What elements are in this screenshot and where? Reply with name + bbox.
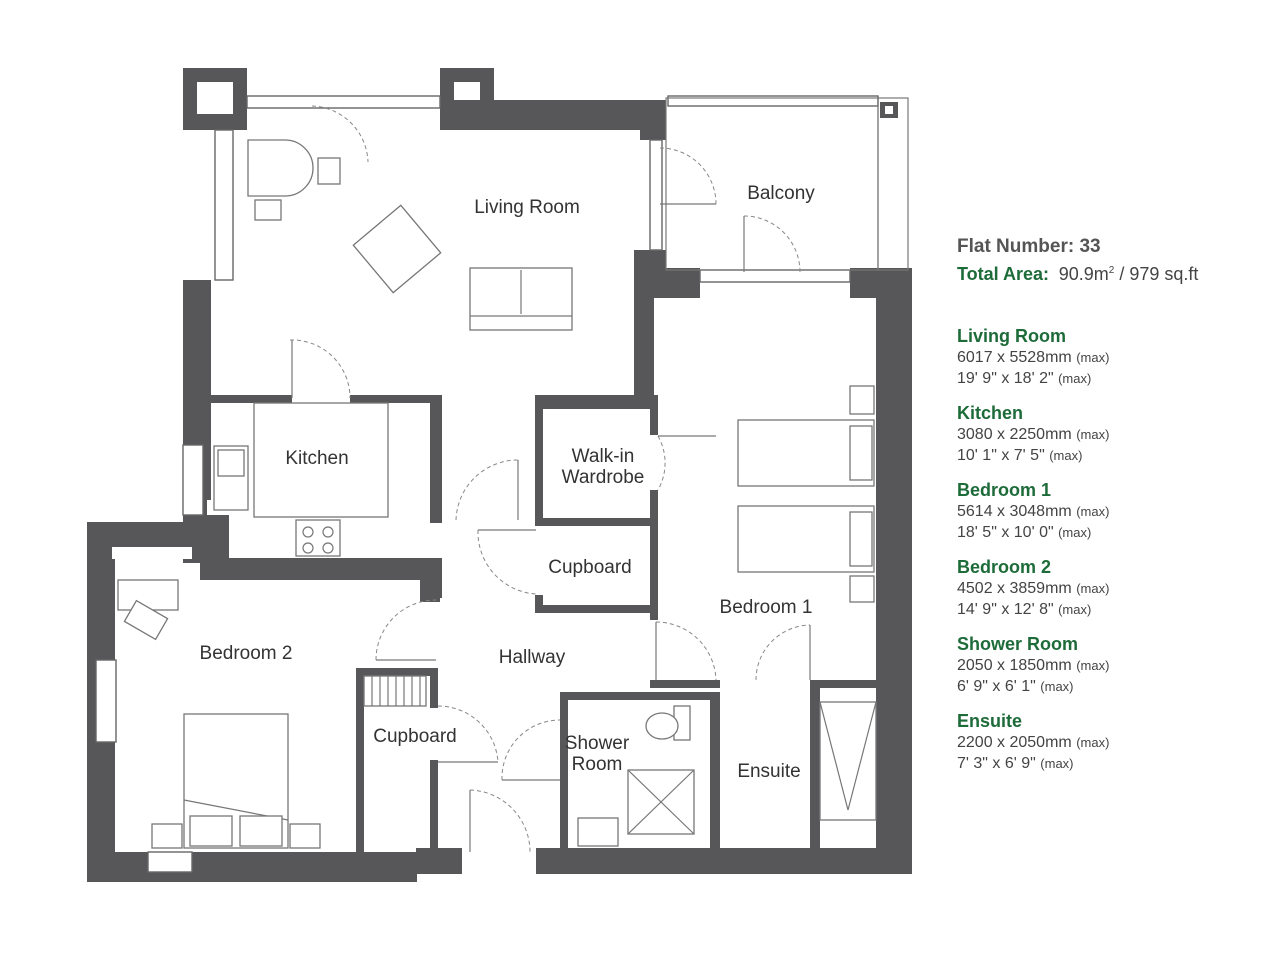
- sofa: [469, 267, 573, 331]
- balcony-outline: [665, 97, 909, 271]
- schedule-entry: Ensuite 2200 x 2050mm (max) 7' 3" x 6' 9…: [957, 711, 1267, 774]
- schedule-entry: Kitchen 3080 x 2250mm (max) 10' 1" x 7' …: [957, 403, 1267, 466]
- schedule-room-name: Ensuite: [957, 711, 1023, 731]
- schedule-imperial: 19' 9" x 18' 2" (max): [957, 370, 1092, 387]
- armchair: [352, 204, 442, 294]
- schedule-entry: Shower Room 2050 x 1850mm (max) 6' 9" x …: [957, 634, 1267, 697]
- total-area-label: Total Area:: [957, 264, 1050, 284]
- label-kitchen: Kitchen: [285, 448, 348, 469]
- ensuite-shower: [819, 701, 877, 821]
- schedule-metric: 4502 x 3859mm (max): [957, 580, 1110, 597]
- room-schedule: Living Room 6017 x 5528mm (max) 19' 9" x…: [957, 326, 1267, 774]
- toilet: [645, 705, 691, 741]
- basin: [577, 817, 619, 847]
- schedule-entry: Bedroom 1 5614 x 3048mm (max) 18' 5" x 1…: [957, 480, 1267, 543]
- schedule-room-name: Living Room: [957, 326, 1066, 346]
- schedule-room-name: Bedroom 1: [957, 480, 1052, 500]
- schedule-imperial: 6' 9" x 6' 1" (max): [957, 678, 1074, 695]
- schedule-metric: 2050 x 1850mm (max): [957, 657, 1110, 674]
- flat-number: Flat Number: 33: [957, 236, 1101, 257]
- shelving: [363, 675, 427, 707]
- schedule-room-name: Shower Room: [957, 634, 1079, 654]
- label-shower-room-2: Room: [572, 754, 623, 775]
- schedule-metric: 3080 x 2250mm (max): [957, 426, 1110, 443]
- hob: [295, 519, 341, 557]
- sink: [213, 445, 249, 511]
- kitchen-island: [253, 402, 389, 518]
- desk: [117, 579, 179, 641]
- shower-tray: [627, 769, 695, 835]
- label-bedroom-1: Bedroom 1: [720, 597, 813, 618]
- label-shower-room-1: Shower: [565, 733, 630, 754]
- label-walkin-wardrobe-1: Walk-in: [572, 446, 635, 467]
- schedule-room-name: Bedroom 2: [957, 557, 1052, 577]
- label-walkin-wardrobe-2: Wardrobe: [562, 467, 645, 488]
- twin-bed-1: [737, 385, 875, 487]
- room-labels: Living Room Balcony Kitchen Walk-in Ward…: [200, 183, 816, 782]
- dining-table: [247, 139, 341, 221]
- schedule-imperial: 10' 1" x 7' 5" (max): [957, 447, 1083, 464]
- schedule-entry: Living Room 6017 x 5528mm (max) 19' 9" x…: [957, 326, 1267, 389]
- schedule-imperial: 18' 5" x 10' 0" (max): [957, 524, 1092, 541]
- total-area: Total Area: 90.9m2 / 979 sq.ft: [957, 264, 1267, 292]
- schedule-metric: 2200 x 2050mm (max): [957, 734, 1110, 751]
- schedule-metric: 6017 x 5528mm (max): [957, 349, 1110, 366]
- walls: [87, 68, 912, 882]
- schedule-imperial: 7' 3" x 6' 9" (max): [957, 755, 1074, 772]
- double-bed: [151, 713, 321, 849]
- windows: [95, 95, 879, 873]
- schedule-metric: 5614 x 3048mm (max): [957, 503, 1110, 520]
- schedule-room-name: Kitchen: [957, 403, 1024, 423]
- floor-plan: Living Room Balcony Kitchen Walk-in Ward…: [87, 68, 912, 882]
- schedule-imperial: 14' 9" x 12' 8" (max): [957, 601, 1092, 618]
- furniture: [117, 139, 877, 849]
- schedule-entry: Bedroom 2 4502 x 3859mm (max) 14' 9" x 1…: [957, 557, 1267, 620]
- total-area-value: 90.9m2 / 979 sq.ft: [1058, 264, 1199, 284]
- label-bedroom-2: Bedroom 2: [200, 643, 293, 664]
- info-panel: Flat Number: 33 Total Area: 90.9m2 / 979…: [957, 236, 1267, 788]
- label-cupboard-1: Cupboard: [548, 557, 631, 578]
- label-cupboard-2: Cupboard: [373, 726, 456, 747]
- label-balcony: Balcony: [747, 183, 815, 204]
- doors: [289, 105, 811, 853]
- twin-bed-2: [737, 505, 875, 603]
- label-living-room: Living Room: [474, 197, 580, 218]
- label-ensuite: Ensuite: [737, 761, 800, 782]
- label-hallway: Hallway: [499, 647, 566, 668]
